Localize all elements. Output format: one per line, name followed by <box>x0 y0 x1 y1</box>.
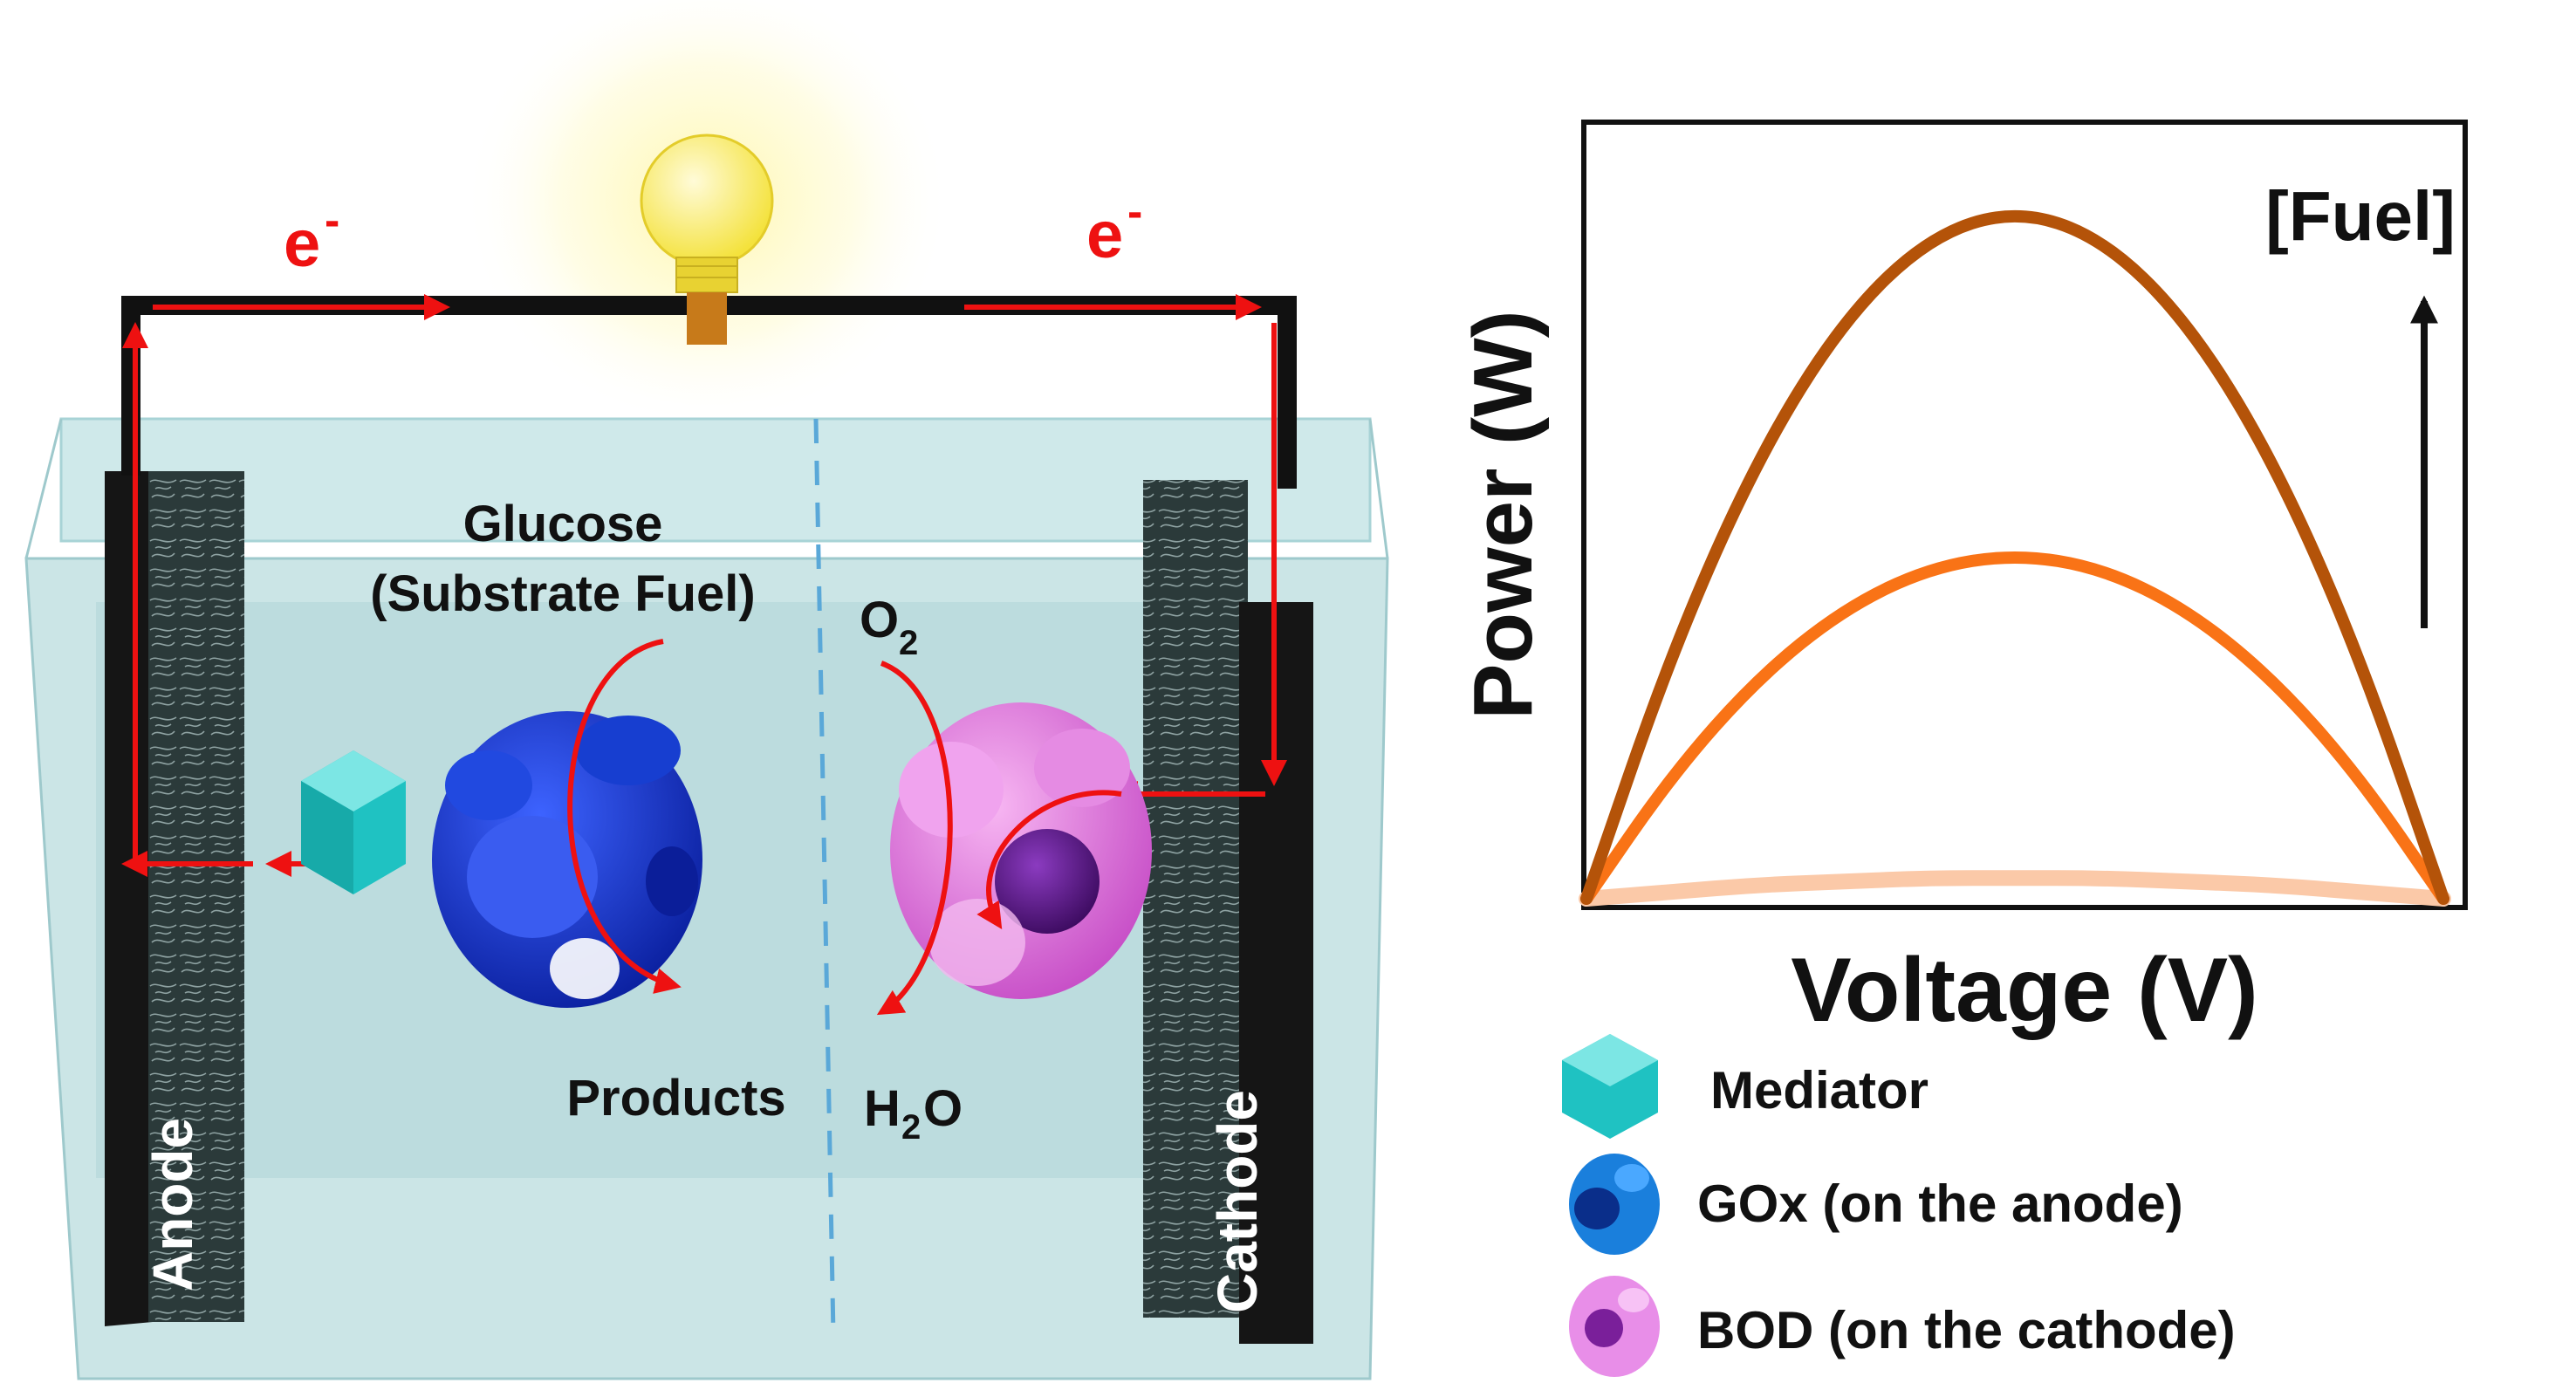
electron-label-left: e - <box>284 195 339 281</box>
svg-text:e: e <box>1086 198 1123 272</box>
electron-label-right: e - <box>1086 187 1142 272</box>
svg-text:2: 2 <box>901 1108 921 1147</box>
substrate-label-line2: (Substrate Fuel) <box>370 565 756 622</box>
water-label: H 2 O <box>864 1080 963 1147</box>
legend-label: GOx (on the anode) <box>1697 1174 2183 1233</box>
svg-text:e: e <box>284 207 320 281</box>
anode-electrode-side <box>105 471 153 1326</box>
svg-text:2: 2 <box>899 624 918 662</box>
y-axis-label: Power (W) <box>1456 310 1550 719</box>
gox-icon <box>1569 1154 1660 1255</box>
curve-low-fuel <box>1579 870 2451 907</box>
x-axis-label: Voltage (V) <box>1791 940 2257 1041</box>
svg-text:O: O <box>860 592 899 648</box>
fuel-annotation: [Fuel] <box>2265 177 2456 255</box>
anode-label: Anode <box>141 1118 204 1291</box>
substrate-label-line1: Glucose <box>463 496 663 552</box>
mediator-icon <box>1562 1034 1658 1139</box>
legend-label: BOD (on the cathode) <box>1697 1301 2236 1359</box>
curve-high-fuel <box>1580 209 2449 905</box>
power-voltage-chart: [Fuel] Power (W) Voltage (V) <box>1456 120 2468 1041</box>
mediator-icon <box>301 750 406 894</box>
oxygen-reaction-arrow <box>876 661 953 1016</box>
svg-text:O: O <box>923 1080 963 1137</box>
legend-item-gox: GOx (on the anode) <box>1569 1154 2183 1255</box>
legend-item-mediator: Mediator <box>1562 1034 1929 1139</box>
svg-text:H: H <box>864 1080 901 1137</box>
svg-text:-: - <box>325 195 339 246</box>
bod-enzyme-icon <box>890 702 1152 999</box>
oxygen-label: O 2 <box>860 592 918 662</box>
legend: Mediator GOx (on the anode) BOD (on the … <box>1562 1034 2236 1377</box>
bod-icon <box>1569 1276 1660 1377</box>
cathode-label: Cathode <box>1206 1090 1269 1313</box>
cathode-electrode <box>1143 480 1248 1318</box>
products-label: Products <box>566 1070 785 1127</box>
anode-electrode <box>148 471 244 1322</box>
legend-item-bod: BOD (on the cathode) <box>1569 1276 2236 1377</box>
gox-enzyme-icon <box>432 711 702 1008</box>
curve-mid-fuel <box>1580 551 2449 905</box>
cathode-electrode-side <box>1239 602 1313 1344</box>
membrane-line <box>813 418 836 1336</box>
light-bulb-icon <box>640 134 774 345</box>
svg-text:-: - <box>1127 187 1142 237</box>
chart-curves <box>1579 209 2451 907</box>
cathode-reaction-arrow <box>976 790 1122 930</box>
fuel-cell: Anode Cathode e - e - <box>24 0 1389 1380</box>
legend-label: Mediator <box>1710 1061 1929 1120</box>
glucose-reaction-arrow <box>567 639 682 994</box>
